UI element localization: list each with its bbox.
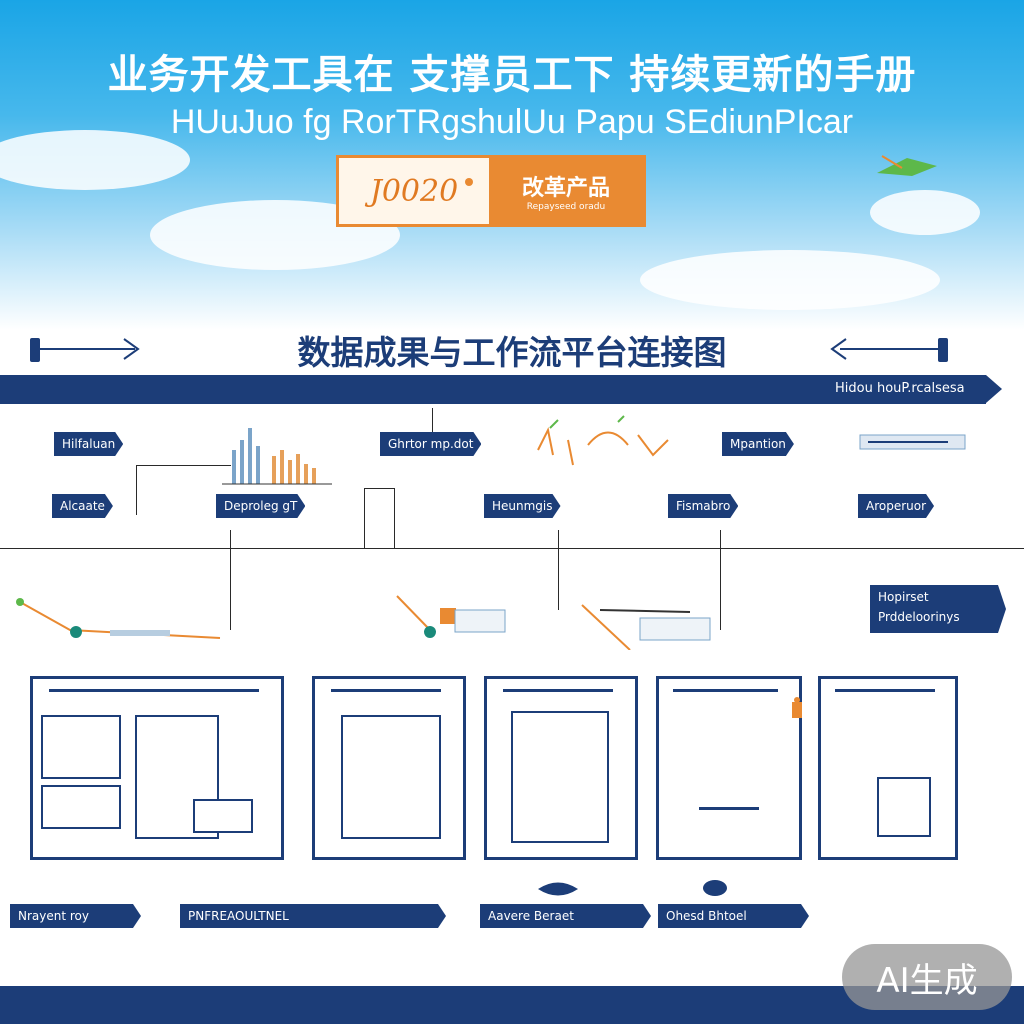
- label-hilfaluan: Hilfaluan: [54, 432, 123, 456]
- figure-icon: [792, 697, 802, 718]
- panel-2-bar: [331, 689, 441, 692]
- ai-watermark-badge: AI生成: [842, 944, 1012, 1010]
- panel-1-box-d: [193, 799, 253, 833]
- arrow-line-left: [40, 348, 135, 350]
- arrow-right-icon: [123, 338, 140, 360]
- section-divider: [0, 548, 1024, 549]
- label-mpantion: Mpantion: [722, 432, 794, 456]
- panel-1-box-b: [41, 785, 121, 829]
- drop-line-2: [558, 530, 559, 610]
- callout-line-1: Hopirset: [878, 590, 929, 604]
- connector-6: [394, 488, 395, 548]
- section-title: 数据成果与工作流平台连接图: [297, 333, 727, 372]
- bird-icon: [877, 155, 937, 176]
- cloud-small: [870, 190, 980, 235]
- device-icon: [859, 434, 966, 450]
- connector-4: [364, 488, 365, 548]
- bar-chart-icon: [222, 428, 332, 485]
- badge-logo-text: J0020: [369, 173, 459, 209]
- tray-icon: [581, 604, 711, 650]
- label-ghrtor: Ghrtor mp.dot: [380, 432, 481, 456]
- fish-icon-2: [703, 880, 727, 896]
- bottom-label-3: Aavere Beraet: [480, 904, 651, 928]
- fish-icon-1: [538, 882, 578, 896]
- drop-line-3: [720, 530, 721, 630]
- panel-5-bar: [835, 689, 935, 692]
- panel-3-bar: [503, 689, 613, 692]
- drop-line-1: [230, 530, 231, 630]
- process-band: [0, 375, 986, 404]
- badge-logo: J0020: [339, 158, 489, 224]
- panel-1-bar: [49, 689, 259, 692]
- panel-5: [818, 676, 958, 860]
- arrow-left-icon: [830, 338, 847, 360]
- panel-3: [484, 676, 638, 860]
- badge-tagline: 改革产品 Repayseed oradu: [489, 158, 643, 224]
- arrow-line-right: [840, 348, 940, 350]
- bottom-label-4: Ohesd Bhtoel: [658, 904, 809, 928]
- panel-4-dots: [699, 807, 759, 810]
- process-band-tip: [986, 375, 1002, 403]
- bottom-label-1: Nrayent roy: [10, 904, 141, 928]
- connector-3: [136, 465, 231, 466]
- connector-5: [364, 488, 394, 489]
- header-badge: J0020 改革产品 Repayseed oradu: [336, 155, 646, 227]
- panel-3-box: [511, 711, 609, 843]
- connector-1: [432, 408, 433, 432]
- bottom-label-2: PNFREAOULTNEL: [180, 904, 446, 928]
- cloud-left: [0, 130, 190, 190]
- panel-2: [312, 676, 466, 860]
- badge-dot-icon: [465, 178, 473, 186]
- machine-icon: [396, 595, 506, 638]
- panel-1: [30, 676, 284, 860]
- panel-1-box-a: [41, 715, 121, 779]
- connector-2: [136, 465, 137, 515]
- label-aroperuor: Aroperuor: [858, 494, 934, 518]
- page-title-cn: 业务开发工具在 支撑员工下 持续更新的手册: [107, 51, 917, 98]
- arrow-cap-right: [938, 338, 948, 362]
- label-deproleg: Deproleg gT: [216, 494, 305, 518]
- plant-sketch-icon: [537, 415, 669, 466]
- arrow-cap-left: [30, 338, 40, 362]
- panel-4: [656, 676, 802, 860]
- panel-5-box: [877, 777, 931, 837]
- label-heunmgis: Heunmgis: [484, 494, 561, 518]
- panel-2-box: [341, 715, 441, 839]
- label-alcaate: Alcaate: [52, 494, 113, 518]
- callout-line-2: Prddeloorinys: [878, 610, 960, 624]
- pin-diagram-left-icon: [16, 598, 221, 639]
- badge-tagline-sub: Repayseed oradu: [526, 202, 606, 212]
- panel-4-bar: [673, 689, 778, 692]
- badge-tagline-cn: 改革产品: [521, 176, 610, 201]
- callout-label: Hopirset Prddeloorinys: [870, 585, 1006, 633]
- label-fismabro: Fismabro: [668, 494, 738, 518]
- cloud-right: [640, 250, 940, 310]
- page-title-en: HUuJuo fg RorTRgshulUu Papu SEdiunPIcar: [170, 103, 854, 141]
- process-band-label: Hidou houP.rcalsesa: [835, 381, 965, 396]
